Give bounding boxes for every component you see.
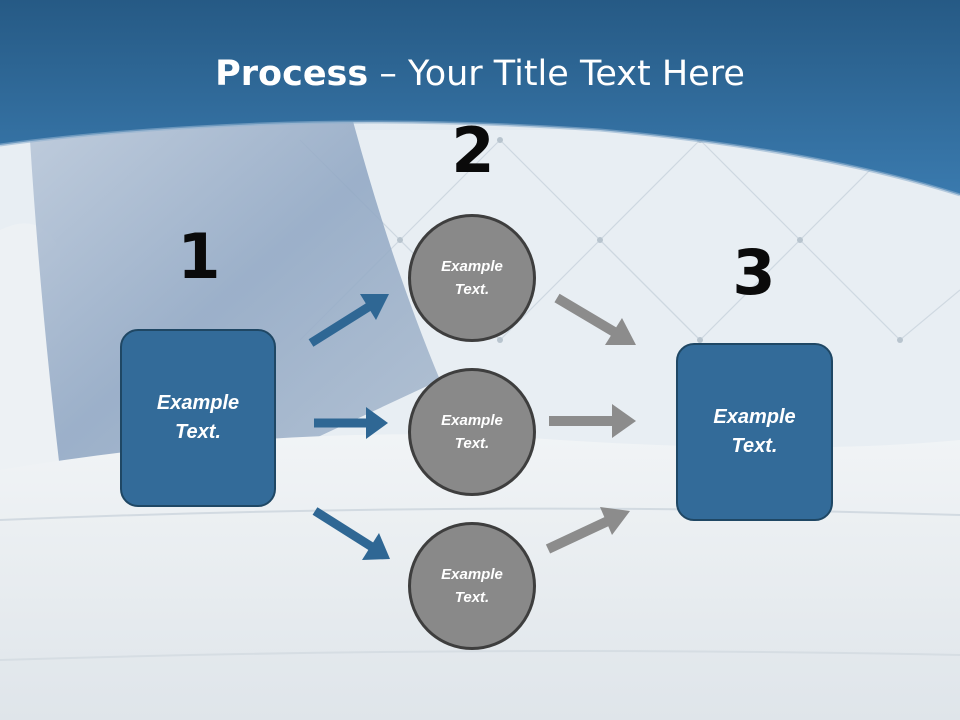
step-number-2: 2: [451, 114, 495, 187]
title-bold: Process: [215, 54, 369, 94]
step-2-circle-1[interactable]: Example Text.: [408, 214, 536, 342]
gray-arrow-down: [554, 293, 636, 345]
gray-arrow-up: [545, 507, 630, 554]
slide-title: Process – Your Title Text Here: [0, 52, 960, 96]
step-number-1: 1: [177, 220, 221, 293]
step-1-label: Example Text.: [156, 392, 240, 443]
blue-arrow-up: [308, 294, 389, 347]
circle-label: Example Text.: [441, 412, 503, 452]
circle-label: Example Text.: [441, 258, 503, 298]
blue-arrow-down: [312, 507, 390, 560]
blue-arrow-right: [314, 407, 388, 439]
step-3-label: Example Text.: [713, 406, 796, 457]
step-3-box[interactable]: Example Text.: [676, 343, 833, 521]
title-rest: – Your Title Text Here: [368, 54, 745, 94]
step-number-3: 3: [732, 236, 776, 309]
step-2-circle-2[interactable]: Example Text.: [408, 368, 536, 496]
step-1-box[interactable]: Example Text.: [120, 329, 276, 507]
circle-label: Example Text.: [441, 566, 503, 606]
step-2-circle-3[interactable]: Example Text.: [408, 522, 536, 650]
gray-arrow-right: [549, 404, 636, 438]
